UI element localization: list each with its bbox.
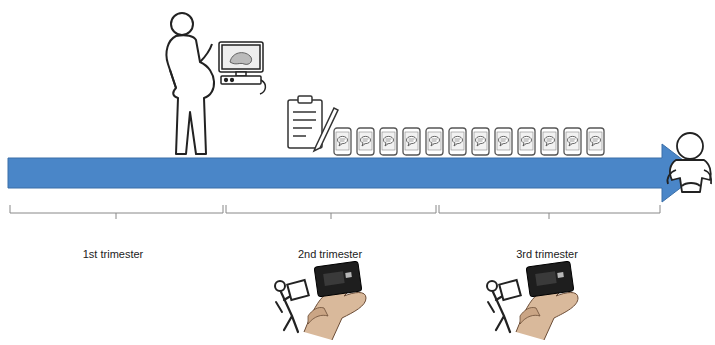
trimester-label: 3rd trimester <box>516 248 578 260</box>
trimester-label: 1st trimester <box>83 248 144 260</box>
trimester-label: 2nd trimester <box>298 248 362 260</box>
